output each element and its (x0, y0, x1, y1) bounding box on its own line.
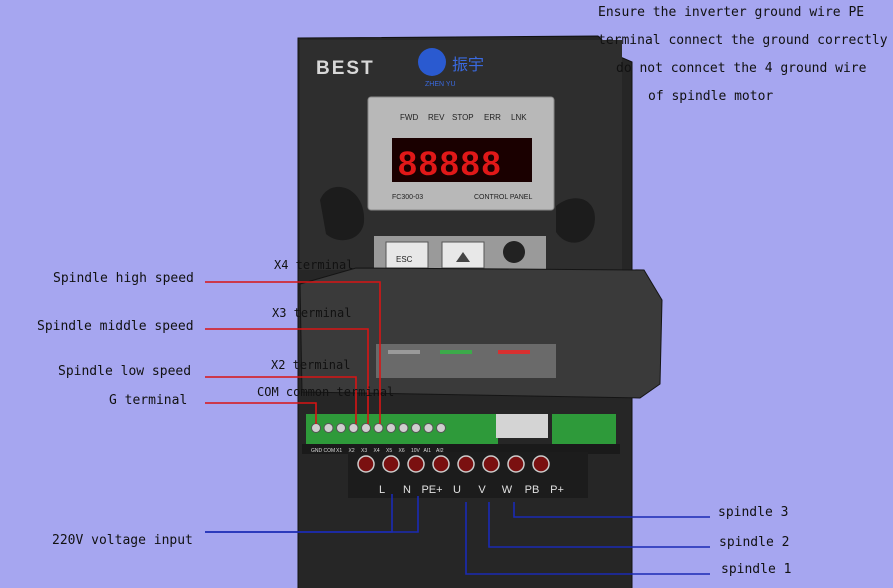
power-terminal-screw (357, 455, 375, 473)
power-terminal-label: V (478, 484, 486, 496)
label-x3-terminal: X3 terminal (272, 306, 352, 320)
led-display (392, 138, 532, 182)
control-terminal-label: COM (324, 448, 336, 454)
power-terminal-screw (507, 455, 525, 473)
control-terminal-label: X5 (386, 448, 392, 454)
control-terminal-screw (336, 423, 346, 433)
control-terminal-screw (386, 423, 396, 433)
power-terminal-screw (532, 455, 550, 473)
indicator-lnk: LNK (511, 113, 527, 122)
ground-note-line-4: of spindle motor (648, 89, 774, 104)
control-terminal-label: X2 (349, 448, 355, 454)
indicator-err: ERR (484, 113, 501, 122)
svg-text:BEST: BEST (316, 58, 375, 79)
power-terminal-screw (432, 455, 450, 473)
svg-text:ZHEN YU: ZHEN YU (425, 81, 456, 88)
indicator-fwd: FWD (400, 113, 418, 122)
power-terminal-screw (457, 455, 475, 473)
label-com-terminal: COM common terminal (257, 385, 395, 399)
indicator-rev: REV (428, 113, 445, 122)
svg-text:振宇: 振宇 (452, 56, 484, 74)
control-terminal-label: X1 (336, 448, 342, 454)
control-terminal-screw (361, 423, 371, 433)
control-terminal-screw (323, 423, 334, 433)
control-terminal-label: X4 (374, 448, 380, 454)
model-label: FC300-03 (392, 194, 423, 201)
control-terminal-label: 10V (411, 448, 421, 454)
control-terminal-label: X3 (361, 448, 367, 454)
ground-note-line-3: do not conncet the 4 ground wire (616, 61, 867, 76)
control-terminal-screw (436, 423, 446, 433)
panel-label: CONTROL PANEL (474, 194, 532, 201)
label-spindle-high-speed: Spindle high speed (53, 271, 194, 286)
power-terminal-label: N (403, 484, 411, 496)
control-terminal-label: AI2 (436, 448, 444, 454)
ground-note-line-1: Ensure the inverter ground wire PE (598, 5, 865, 20)
label-x2-terminal: X2 terminal (271, 358, 351, 372)
control-terminal-screw (373, 423, 384, 433)
wire-g-terminal (205, 402, 317, 424)
ground-note-line-2: terminal connect the ground correctly (598, 33, 888, 48)
label-g-terminal: G terminal (109, 393, 188, 408)
control-terminal-label: X6 (399, 448, 405, 454)
power-terminal-label: P+ (550, 484, 564, 496)
control-terminal-screw (311, 423, 321, 433)
power-terminal-label: PB (525, 484, 540, 496)
led-digits: 88888 (398, 145, 503, 183)
control-terminal-label: GND (311, 448, 323, 454)
label-voltage-input: 220V voltage input (52, 533, 193, 548)
power-terminal-screw (382, 455, 400, 473)
control-terminal-screw (348, 423, 359, 433)
wire-middle-speed (205, 328, 369, 424)
control-terminal-screw (398, 423, 409, 433)
zhenyu-logo: 振宇 ZHEN YU (418, 48, 484, 88)
front-cover (299, 267, 663, 399)
label-spindle-middle-speed: Spindle middle speed (37, 319, 194, 334)
wire-voltage-n (205, 496, 419, 533)
power-terminal-label: PE+ (421, 484, 442, 496)
wire-low-speed (205, 376, 357, 424)
potentiometer-knob (503, 241, 525, 263)
brand-logo: BEST (316, 58, 375, 79)
control-terminal-label: AI1 (424, 448, 432, 454)
label-spindle-1: spindle 1 (721, 562, 792, 577)
wire-high-speed (205, 281, 381, 424)
power-terminal-screw (407, 455, 425, 473)
label-spindle-3: spindle 3 (718, 505, 789, 520)
label-x4-terminal: X4 terminal (274, 258, 354, 272)
power-terminal-label: U (453, 484, 461, 496)
svg-text:ESC: ESC (396, 255, 413, 264)
power-terminal-screw (482, 455, 500, 473)
power-terminal-label: L (379, 484, 385, 496)
power-terminal-label: W (502, 484, 513, 496)
wire-spindle-3 (513, 502, 710, 518)
indicator-stop: STOP (452, 113, 474, 122)
esc-button (385, 241, 429, 269)
wire-spindle-2 (488, 502, 710, 548)
control-terminal-screw (423, 423, 434, 433)
label-spindle-low-speed: Spindle low speed (58, 364, 192, 379)
control-terminal-screw (411, 423, 421, 433)
wire-spindle-1 (465, 502, 710, 575)
label-spindle-2: spindle 2 (719, 535, 790, 550)
